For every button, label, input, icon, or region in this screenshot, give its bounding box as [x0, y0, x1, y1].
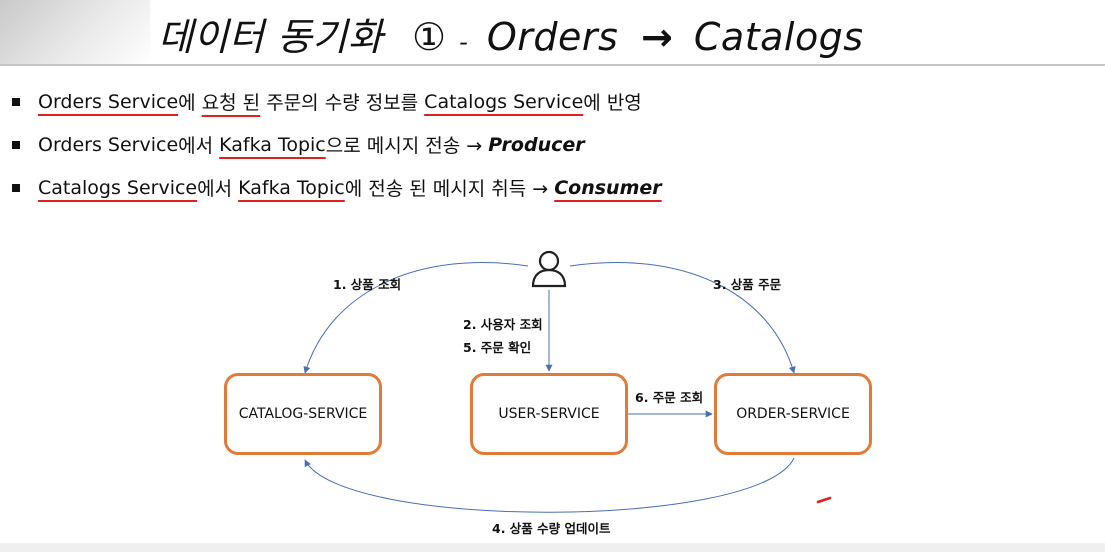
bullet-1-text-d: 주문의 수량 정보를 — [260, 92, 425, 114]
bullet-1-catalogs-service: Catalogs Service — [424, 90, 584, 113]
bullet-1-text-b: 에 — [178, 92, 202, 114]
label-step6: 6. 주문 조회 — [635, 390, 704, 405]
title-to: Catalogs — [693, 15, 864, 59]
bullet-1-orders-service: Orders Service — [38, 90, 179, 113]
user-service-box: USER-SERVICE — [470, 373, 628, 455]
bullet-marker — [12, 183, 20, 192]
bullet-list: Orders Service 에 요청 된 주문의 수량 정보를 Catalog… — [10, 80, 662, 209]
bullet-item-2: Orders Service 에서 Kafka Topic 으로 메시지 전송 … — [10, 123, 662, 166]
bullet-marker — [12, 140, 20, 149]
label-step3: 3. 상품 주문 — [713, 277, 782, 292]
bullet-3-kafka-topic: Kafka Topic — [238, 176, 345, 199]
user-icon — [531, 250, 567, 288]
bullet-1-text-f: 에 반영 — [583, 92, 642, 114]
label-step5: 5. 주문 확인 — [463, 340, 532, 355]
bullet-2-orders-service: Orders Service — [38, 133, 179, 156]
bullet-2-kafka-topic: Kafka Topic — [219, 133, 326, 156]
bullet-3-consumer: Consumer — [554, 176, 662, 199]
bullet-1-requested: 요청 된 — [201, 92, 261, 114]
bullet-2-text-d: 으로 메시지 전송 → — [325, 135, 489, 157]
bullet-marker — [12, 97, 20, 106]
catalog-service-box: CATALOG-SERVICE — [224, 373, 382, 455]
title-dash: - — [459, 28, 469, 56]
order-service-box: ORDER-SERVICE — [714, 373, 872, 455]
label-step4: 4. 상품 수량 업데이트 — [492, 521, 611, 536]
bullet-3-text-b: 에서 — [197, 178, 239, 200]
slide-corner-decoration — [0, 0, 150, 64]
label-step2: 2. 사용자 조회 — [463, 317, 543, 332]
title-arrow-icon: → — [640, 15, 674, 59]
bullet-2-text-b: 에서 — [178, 135, 220, 157]
bullet-3-text-d: 에 전송 된 메시지 취득 → — [344, 178, 555, 200]
slide-title: 데이터 동기화 ① - Orders → Catalogs — [158, 6, 864, 60]
title-circled-number: ① — [411, 15, 447, 59]
title-main: 데이터 동기화 — [158, 15, 384, 59]
title-from: Orders — [486, 15, 619, 59]
title-divider — [0, 64, 1105, 66]
bullet-item-3: Catalogs Service 에서 Kafka Topic 에 전송 된 메… — [10, 166, 662, 209]
arrow-step4 — [304, 457, 795, 513]
label-step1: 1. 상품 조회 — [333, 277, 402, 292]
architecture-diagram: CATALOG-SERVICE USER-SERVICE ORDER-SERVI… — [0, 230, 1105, 552]
bullet-item-1: Orders Service 에 요청 된 주문의 수량 정보를 Catalog… — [10, 80, 662, 123]
bullet-2-producer: Producer — [488, 133, 585, 156]
arrow-step1 — [303, 262, 529, 374]
arrow-step3 — [569, 262, 796, 374]
bullet-3-catalogs-service: Catalogs Service — [38, 176, 198, 199]
slide-footer-bar — [0, 543, 1105, 552]
